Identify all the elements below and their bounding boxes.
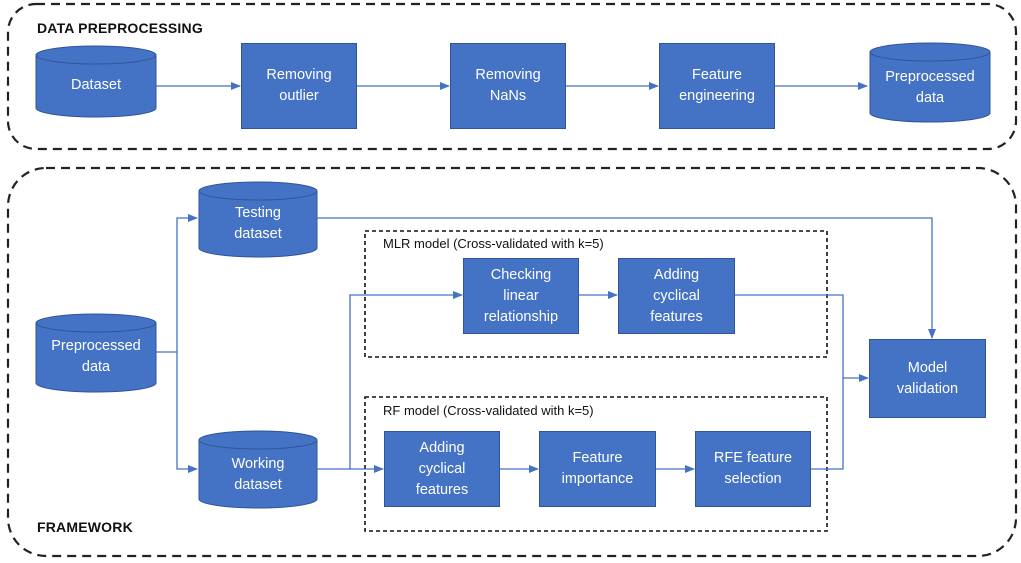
dataset-label: Dataset [71, 77, 121, 93]
working-dataset-cylinder [198, 430, 318, 509]
rfe-selection-label: RFE feature selection [713, 450, 793, 487]
adding-cyclical-mlr-box: Adding cyclical features [618, 258, 735, 334]
working-dataset-label: Working dataset [231, 456, 285, 493]
model-validation-label: Model validation [896, 359, 959, 397]
model-validation-box: Model validation [869, 339, 986, 418]
feature-engineering-label: Feature engineering [679, 67, 755, 104]
rf-model-box [364, 396, 828, 532]
framework-container [6, 166, 1018, 558]
mlr-model-label: MLR model (Cross-validated with k=5) [383, 236, 604, 251]
adding-cyclical-rf-label: Adding cyclical features [415, 439, 469, 498]
feature-importance-box: Feature importance [539, 431, 656, 507]
section-label-preprocessing: DATA PREPROCESSING [37, 20, 203, 36]
arrow-to-testing [176, 214, 198, 352]
dataset-cylinder [35, 45, 157, 118]
arrow-rf-to-merge [811, 378, 844, 470]
checking-linear-label: Checking linear relationship [483, 266, 559, 325]
feature-engineering-box: Feature engineering [659, 43, 775, 129]
removing-outlier-box: Removing outlier [241, 43, 357, 129]
preprocessing-container [6, 2, 1018, 151]
arrow-testing-to-validation [317, 217, 936, 339]
arrow-to-working [176, 352, 198, 473]
checking-linear-box: Checking linear relationship [463, 258, 579, 334]
testing-dataset-cylinder [198, 181, 318, 258]
section-label-framework: FRAMEWORK [37, 519, 133, 535]
preprocessed-data-label: Preprocessed data [51, 338, 141, 375]
removing-nans-label: Removing NaNs [475, 67, 541, 104]
feature-importance-label: Feature importance [561, 450, 634, 487]
preprocessed-data-cylinder [35, 313, 157, 393]
removing-nans-box: Removing NaNs [450, 43, 566, 129]
arrow-working-to-mlr [317, 291, 463, 470]
preprocessed-data-cylinder-top [869, 42, 991, 123]
mlr-model-box [364, 230, 828, 358]
preprocessed-data-top-label: Preprocessed data [885, 69, 975, 106]
removing-outlier-label: Removing outlier [266, 67, 332, 104]
rfe-selection-box: RFE feature selection [695, 431, 811, 507]
arrow-mlr-to-merge [735, 294, 844, 378]
adding-cyclical-mlr-label: Adding cyclical features [650, 266, 703, 325]
rf-model-label: RF model (Cross-validated with k=5) [383, 403, 594, 418]
testing-dataset-label: Testing dataset [234, 205, 282, 242]
adding-cyclical-rf-box: Adding cyclical features [384, 431, 500, 507]
